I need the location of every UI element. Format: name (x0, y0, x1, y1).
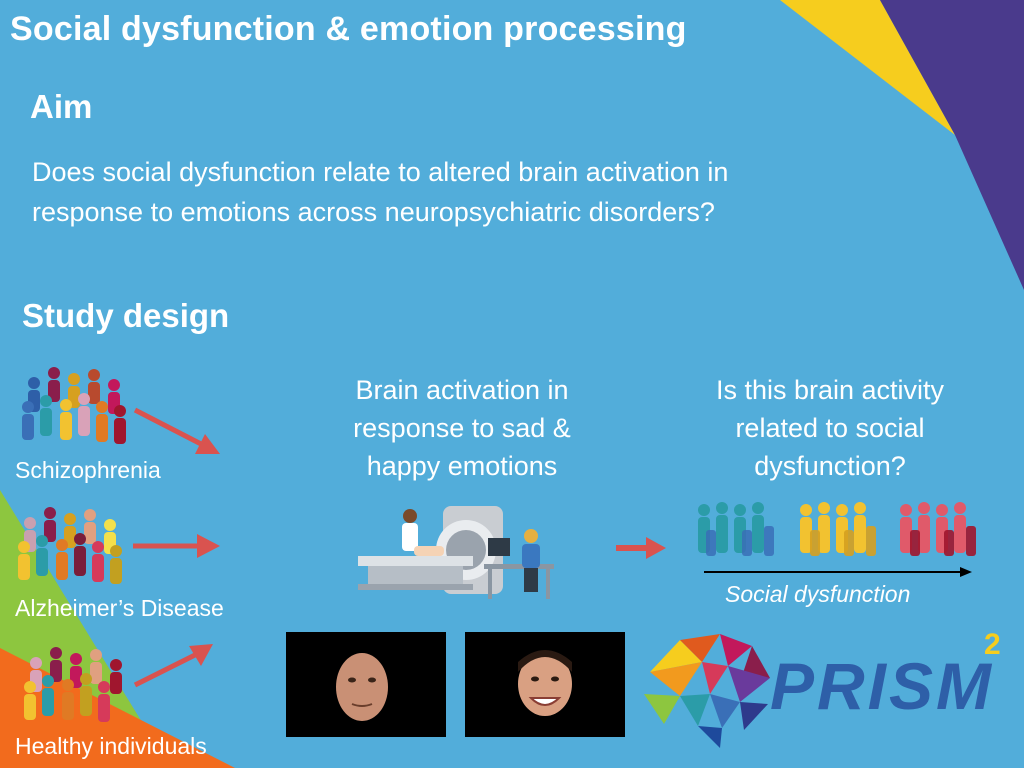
face-happy-icon (518, 650, 572, 716)
aim-heading: Aim (30, 88, 93, 125)
social-dysfunction-axis-arrow (704, 567, 972, 577)
prism-logo-text: PRISM (770, 649, 995, 723)
prism-logo-superscript: 2 (984, 628, 1001, 661)
group-label-schizophrenia: Schizophrenia (15, 457, 161, 483)
sad-face-photo (286, 632, 446, 737)
aim-question-line1: Does social dysfunction relate to altere… (32, 157, 729, 187)
dysfunction-question-line1: Is this brain activity (715, 375, 945, 405)
brain-activation-line3: happy emotions (366, 451, 558, 481)
group-arrows (133, 407, 220, 688)
study-design-heading: Study design (22, 297, 230, 334)
mri-scanner-icon (358, 506, 554, 599)
aim-question: Does social dysfunction relate to altere… (32, 152, 932, 232)
brain-activation-line1: Brain activation in (355, 375, 569, 405)
dysfunction-question-line2: related to social (735, 413, 925, 443)
social-dysfunction-axis-label: Social dysfunction (725, 581, 911, 607)
brain-activation-line2: response to sad & (353, 413, 571, 443)
slide-title: Social dysfunction & emotion processing (10, 10, 687, 48)
arrow-to-dysfunction (616, 537, 666, 559)
alzheimers-people-icon (18, 507, 122, 584)
dysfunction-question-text: Is this brain activity related to social… (680, 371, 980, 485)
aim-question-line2: response to emotions across neuropsychia… (32, 197, 715, 227)
happy-face-photo (465, 632, 625, 737)
group-label-alzheimers: Alzheimer’s Disease (15, 595, 224, 621)
schizophrenia-people-icon (22, 367, 126, 444)
brain-activation-text: Brain activation in response to sad & ha… (312, 371, 612, 485)
dysfunction-groups-icon (698, 502, 976, 556)
brain-logo-icon (644, 634, 770, 748)
healthy-people-icon (24, 647, 122, 722)
dysfunction-question-line3: dysfunction? (754, 451, 906, 481)
face-sad-icon (336, 653, 388, 721)
group-label-healthy: Healthy individuals (15, 733, 207, 759)
